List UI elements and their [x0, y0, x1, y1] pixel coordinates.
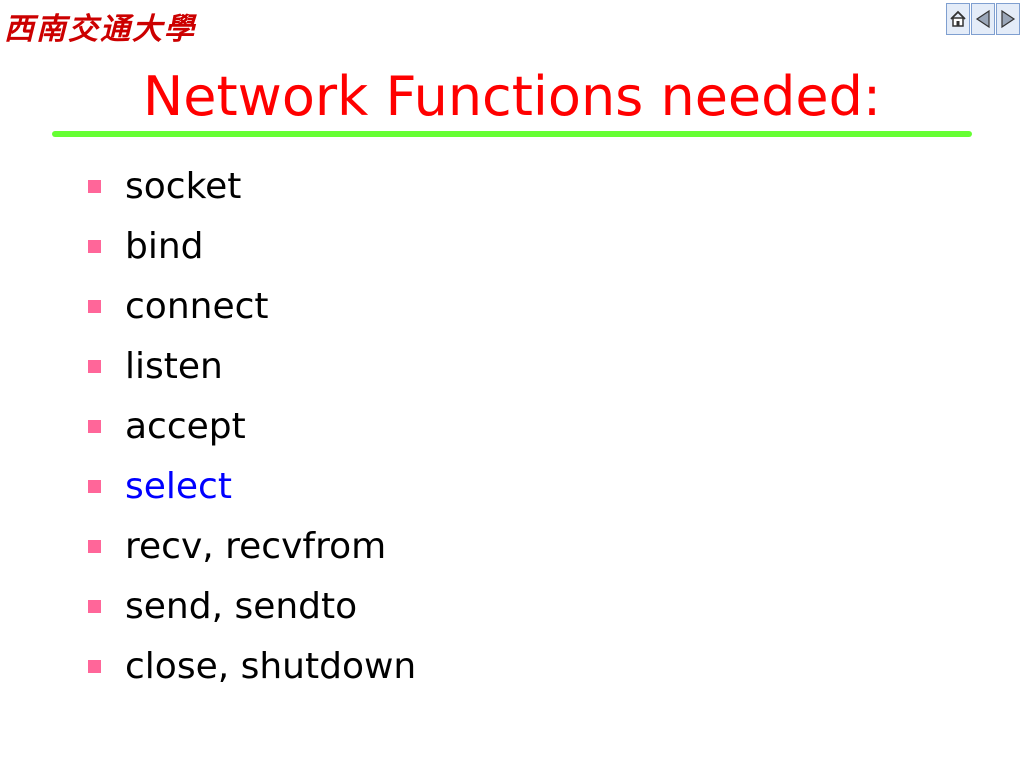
- bullet-text: listen: [125, 345, 223, 387]
- bullet-icon: [88, 599, 101, 613]
- bullet-icon: [88, 479, 101, 493]
- bullet-icon: [88, 179, 101, 193]
- arrow-left-icon: [975, 9, 990, 29]
- bullet-icon: [88, 659, 101, 673]
- bullet-item: listen: [88, 336, 416, 396]
- slide-nav: [946, 3, 1021, 35]
- bullet-item: accept: [88, 396, 416, 456]
- bullet-icon: [88, 419, 101, 433]
- bullet-icon: [88, 239, 101, 253]
- bullet-text: bind: [125, 225, 204, 267]
- bullet-text: select: [125, 465, 232, 507]
- bullet-item: socket: [88, 156, 416, 216]
- title-underline: [52, 131, 972, 137]
- bullet-item: close, shutdown: [88, 636, 416, 696]
- bullet-text: send, sendto: [125, 585, 358, 627]
- bullet-text: close, shutdown: [125, 645, 417, 687]
- home-button[interactable]: [946, 3, 970, 35]
- bullet-item: connect: [88, 276, 416, 336]
- home-icon: [950, 10, 966, 27]
- bullet-item: bind: [88, 216, 416, 276]
- bullet-list: socket bind connect listen accept select…: [88, 156, 416, 696]
- next-slide-button[interactable]: [996, 3, 1020, 35]
- bullet-item: recv, recvfrom: [88, 516, 416, 576]
- previous-slide-button[interactable]: [971, 3, 995, 35]
- bullet-item-highlighted: select: [88, 456, 416, 516]
- bullet-text: socket: [125, 165, 242, 207]
- bullet-text: recv, recvfrom: [125, 525, 387, 567]
- bullet-text: accept: [125, 405, 246, 447]
- slide-title: Network Functions needed:: [142, 65, 882, 128]
- university-logo: 西南交通大學: [4, 12, 196, 47]
- bullet-icon: [88, 299, 101, 313]
- bullet-item: send, sendto: [88, 576, 416, 636]
- arrow-right-icon: [1001, 9, 1016, 29]
- bullet-icon: [88, 359, 101, 373]
- bullet-text: connect: [125, 285, 269, 327]
- bullet-icon: [88, 539, 101, 553]
